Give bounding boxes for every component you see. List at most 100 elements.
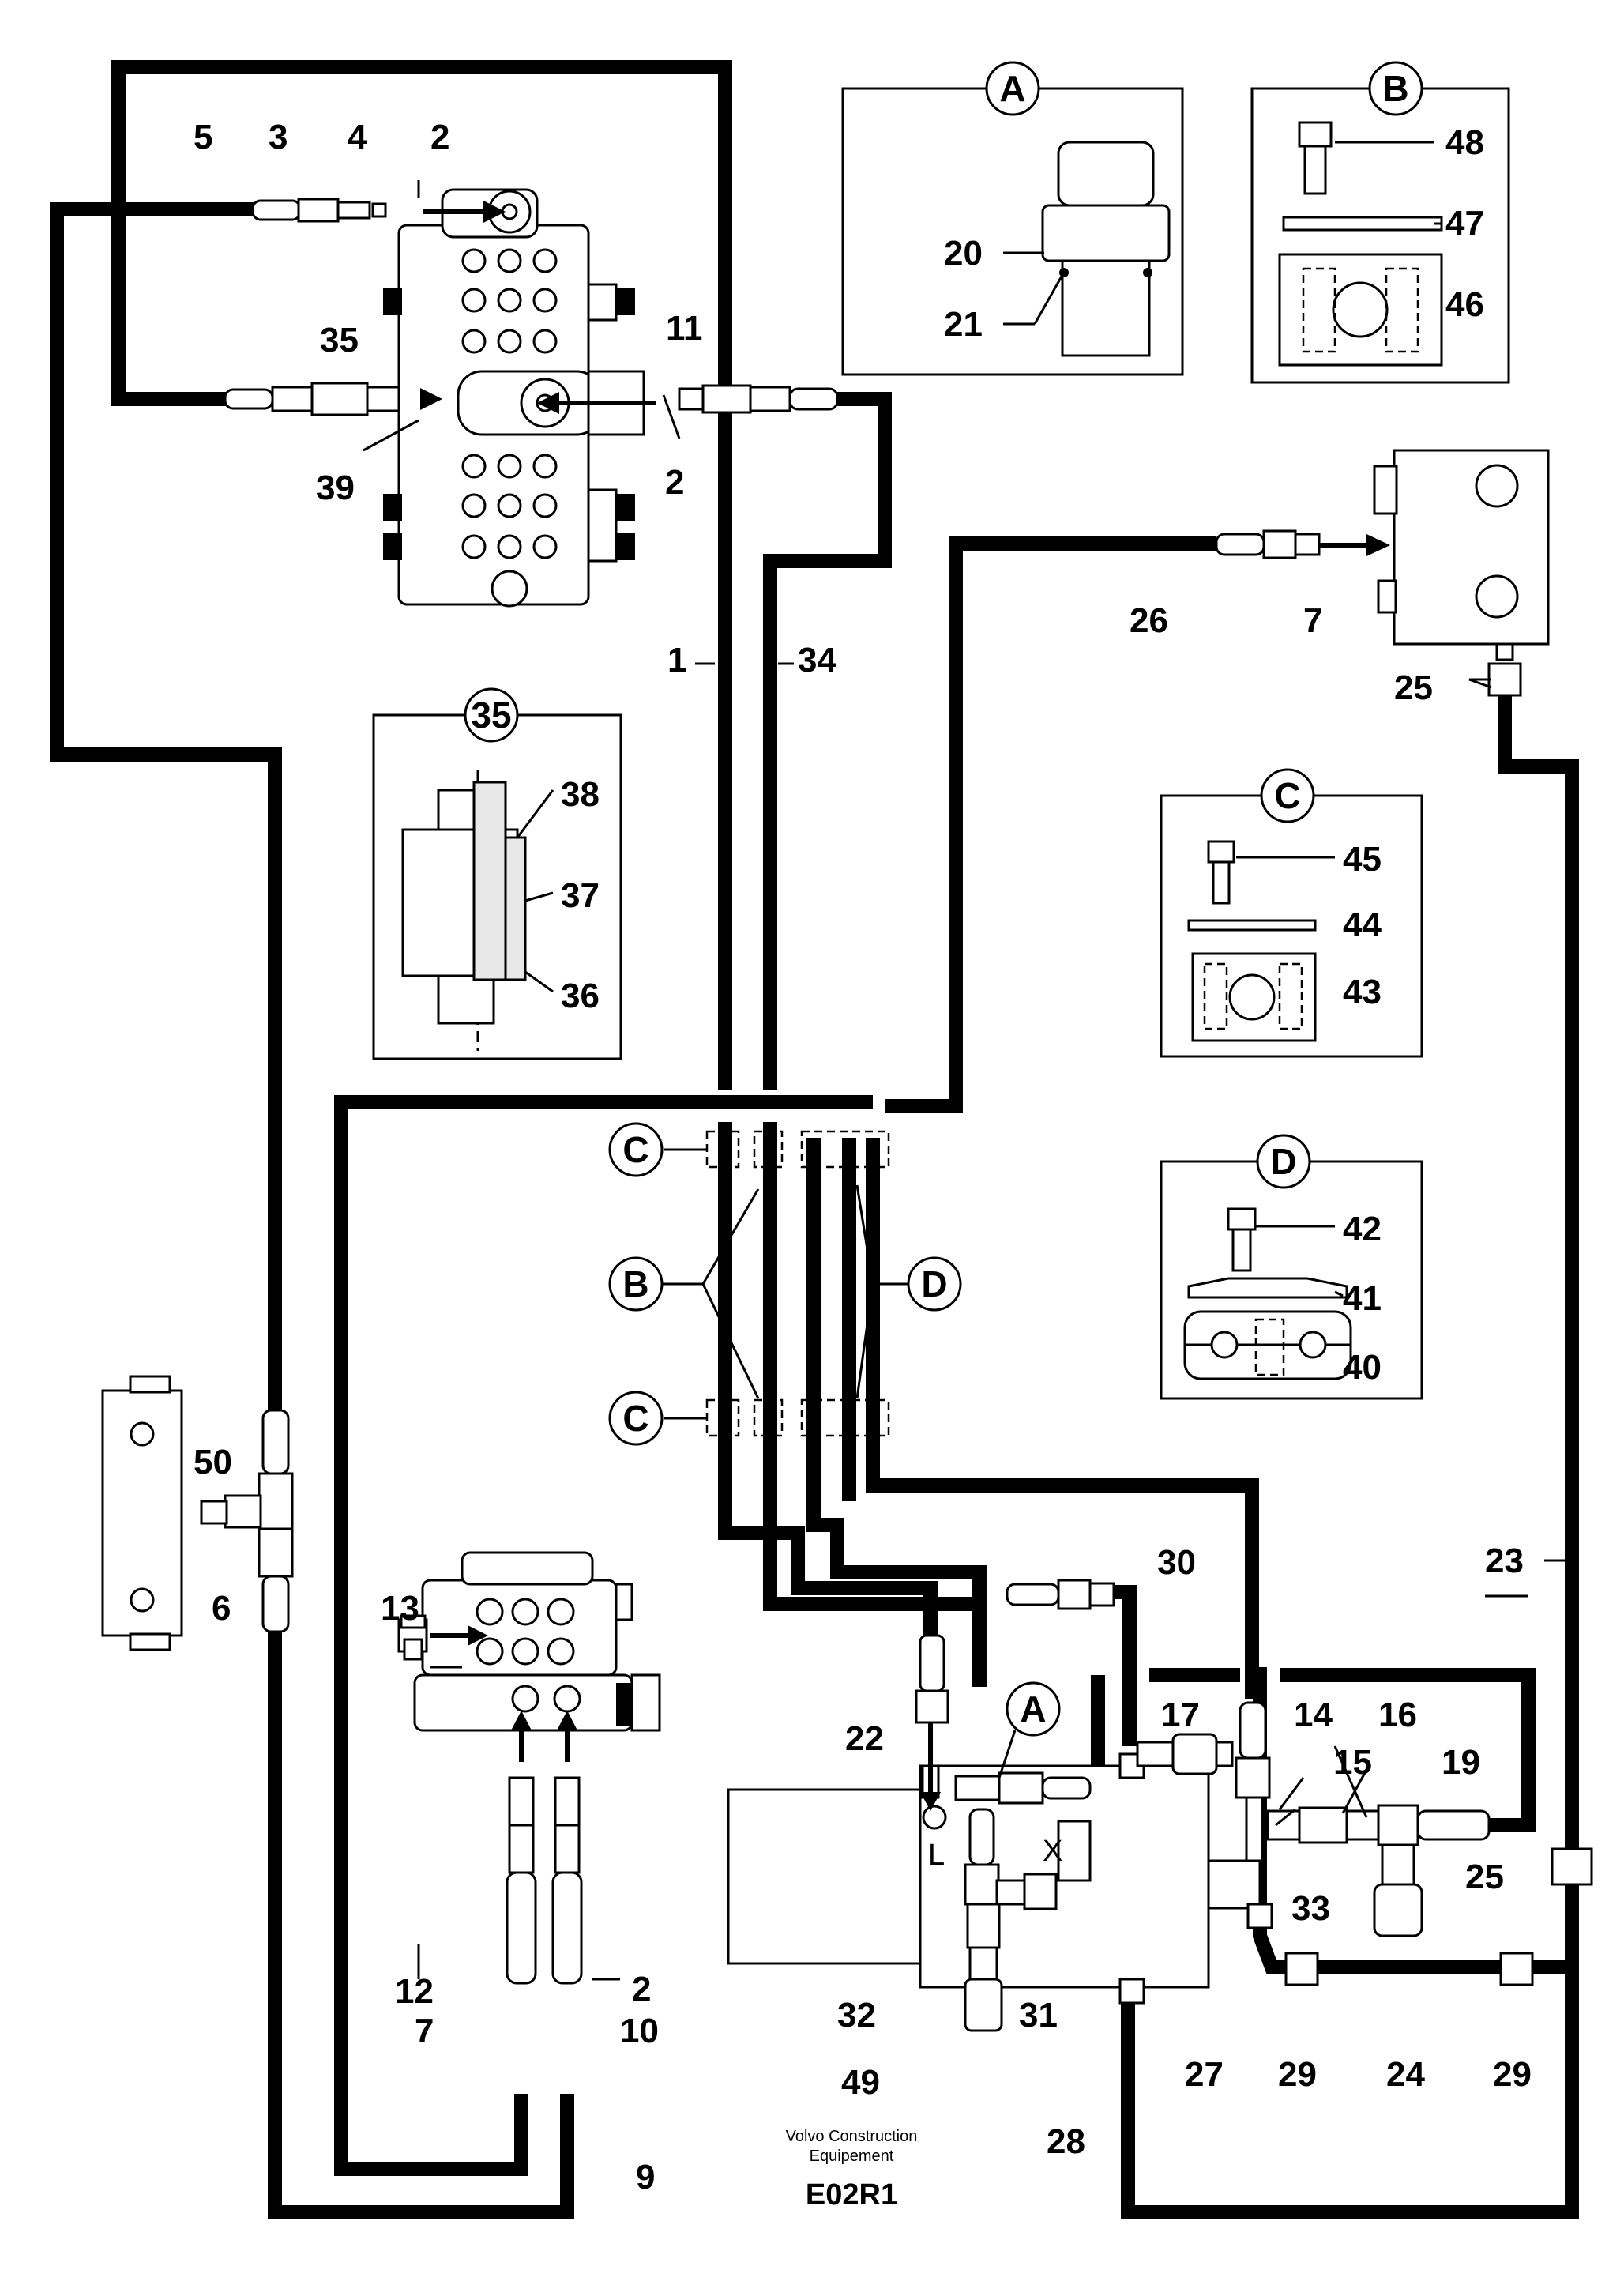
callout-labels: 5 3 4 2 35 11 39 2 1 34 26 7 25 38 37 36… — [194, 118, 1532, 2197]
detail-C-label: C — [1274, 775, 1300, 816]
callout-34: 34 — [798, 641, 836, 679]
callout-29-b: 29 — [1493, 2055, 1532, 2094]
callout-16: 16 — [1378, 1696, 1417, 1734]
callout-4: 4 — [348, 118, 367, 156]
callout-35: 35 — [320, 321, 359, 360]
clamp-C-top-label: C — [622, 1129, 648, 1170]
callout-24: 24 — [1386, 2055, 1425, 2094]
callout-40: 40 — [1343, 1348, 1382, 1387]
detail-B-label: B — [1382, 68, 1408, 109]
callout-20: 20 — [944, 234, 983, 273]
callout-14: 14 — [1294, 1696, 1333, 1734]
hose-13 — [334, 1095, 873, 2176]
callout-25-top: 25 — [1394, 668, 1433, 707]
fitting-3-4 — [251, 198, 387, 223]
hose-19 — [1070, 1675, 1105, 1785]
callout-33: 33 — [1291, 1889, 1330, 1928]
callout-37: 37 — [561, 876, 600, 915]
callout-26: 26 — [1130, 601, 1168, 640]
port-X: X — [1043, 1835, 1062, 1868]
callout-2-mid: 2 — [665, 463, 684, 502]
hose-mid-a — [806, 1138, 987, 1687]
callout-45: 45 — [1343, 840, 1382, 879]
clamp-B-label: B — [622, 1263, 648, 1304]
callout-11: 11 — [666, 309, 703, 348]
fitting-11 — [678, 384, 839, 414]
clamp-C-bot-label: C — [622, 1398, 648, 1439]
hydraulic-lines — [50, 60, 1579, 2219]
detail-view-35: 35 — [372, 687, 622, 1060]
detail-A-label: A — [999, 68, 1025, 109]
callout-3: 3 — [269, 118, 288, 156]
fitting-35 — [224, 382, 400, 416]
callout-29-a: 29 — [1278, 2055, 1317, 2094]
auxiliary-control-valve — [397, 1551, 661, 1985]
callout-36: 36 — [561, 977, 600, 1015]
hose-34-lower — [763, 1122, 972, 1611]
shuttle-valve — [101, 1375, 294, 1651]
callout-2-top: 2 — [430, 118, 449, 156]
callout-2-low: 2 — [632, 1970, 651, 2008]
hose-30 — [1106, 1585, 1137, 1746]
callout-7-top: 7 — [1303, 601, 1322, 640]
callout-46: 46 — [1445, 285, 1484, 324]
leader-lines — [363, 180, 1572, 1981]
relief-valve-block — [1315, 449, 1550, 697]
hose-9 — [268, 1620, 574, 2219]
callout-27: 27 — [1185, 2055, 1224, 2094]
callout-49: 49 — [841, 2063, 880, 2102]
detail-view-A: A — [841, 61, 1184, 376]
callout-5: 5 — [194, 118, 212, 156]
callout-42: 42 — [1343, 1210, 1382, 1248]
callout-15: 15 — [1333, 1743, 1372, 1782]
main-control-valve — [383, 188, 656, 608]
pump-A-label: A — [1020, 1688, 1046, 1730]
clamp-assembly: C B D C — [608, 1122, 962, 1446]
callout-13: 13 — [381, 1589, 419, 1628]
callout-43: 43 — [1343, 973, 1382, 1011]
callout-28: 28 — [1047, 2122, 1085, 2161]
callout-25-low: 25 — [1465, 1858, 1504, 1896]
callout-30: 30 — [1157, 1543, 1196, 1582]
callout-23: 23 — [1485, 1542, 1524, 1580]
callout-19: 19 — [1442, 1743, 1480, 1782]
callout-21: 21 — [944, 305, 983, 344]
footer-line2: Equipement — [810, 2148, 894, 2165]
detail-view-D: D — [1160, 1134, 1423, 1400]
detail-view-C: C — [1160, 768, 1423, 1058]
clamp-D-label: D — [921, 1263, 947, 1304]
footer: Volvo Construction Equipement E02R1 — [786, 2128, 918, 2212]
callout-32: 32 — [837, 1996, 876, 2035]
hose-28 — [1121, 1967, 1579, 2219]
callout-12: 12 — [395, 1972, 434, 2011]
hose-34 — [763, 392, 892, 1090]
callout-10: 10 — [620, 2012, 659, 2050]
fitting-7-top — [1215, 529, 1321, 559]
footer-line1: Volvo Construction — [786, 2128, 918, 2145]
hose-19c — [1280, 1668, 1536, 1832]
port-L: L — [928, 1839, 945, 1872]
callout-50: 50 — [194, 1443, 232, 1481]
callout-9: 9 — [636, 2158, 655, 2197]
callout-47: 47 — [1445, 204, 1484, 243]
callout-22: 22 — [845, 1719, 884, 1758]
callout-17: 17 — [1161, 1696, 1200, 1734]
callout-41: 41 — [1343, 1279, 1382, 1318]
hose-1-lower — [718, 1122, 938, 1699]
hose-top-loop — [111, 60, 732, 1090]
pump-assembly: A — [727, 1579, 1593, 2032]
callout-44: 44 — [1343, 905, 1382, 944]
callout-7-low: 7 — [415, 2012, 434, 2050]
hose-26 — [885, 536, 1216, 1113]
callout-1: 1 — [667, 641, 686, 679]
hose-to-14 — [866, 1138, 1259, 1699]
detail-D-label: D — [1270, 1141, 1296, 1182]
callout-48: 48 — [1445, 123, 1484, 162]
drawing-code: E02R1 — [806, 2178, 897, 2212]
callout-31: 31 — [1019, 1996, 1058, 2035]
hose-23 — [1498, 691, 1579, 1975]
hose-35-left — [111, 190, 229, 406]
callout-39: 39 — [316, 469, 355, 507]
detail-35-label: 35 — [471, 695, 511, 736]
